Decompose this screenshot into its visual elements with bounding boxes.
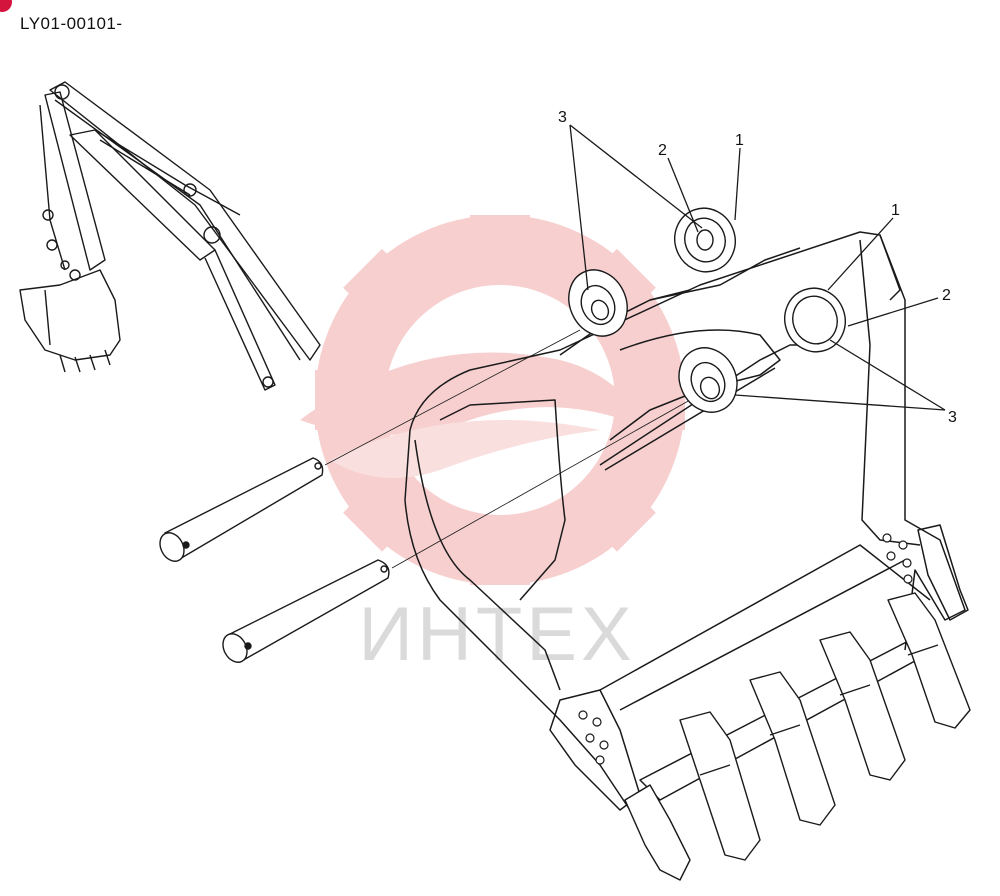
excavator-arm-thumbnail [19,81,321,391]
pin-lower [222,559,390,663]
callout-3-lower: 3 [948,409,957,426]
side-cutter-bolts [578,533,913,765]
callout-1-right: 1 [891,202,900,219]
callout-1-top: 1 [735,132,744,149]
pin-upper [159,457,324,562]
callout-2-top: 2 [658,142,667,159]
bucket-teeth [624,592,971,881]
part-code-label: LY01-00101- [20,14,123,33]
corner-marker [0,0,12,12]
callout-3-upper: 3 [558,109,567,126]
watermark-text: ИНТЕХ [358,592,635,677]
callout-2-right: 2 [942,287,951,304]
callout-leaders [569,124,946,411]
boss-bushings [568,207,846,413]
watermark-logo [300,215,685,585]
